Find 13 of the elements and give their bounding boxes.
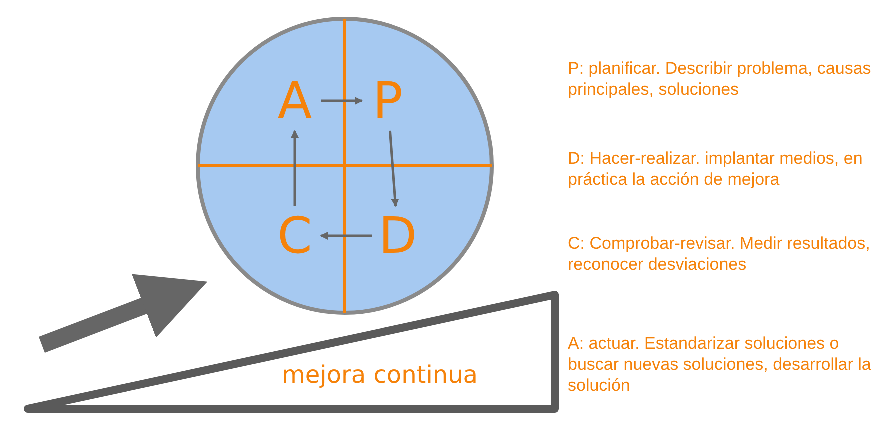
cycle-letter: P [366, 75, 410, 127]
arrow [320, 232, 372, 240]
arrow [321, 97, 363, 105]
description-text: A: actuar. Estandarizar soluciones o buscar nuevas soluciones, desarrollar la solución [568, 333, 872, 396]
description-text: C: Comprobar-revisar. Medir resultados, reconocer desviaciones [568, 233, 872, 275]
cycle-letter: C [273, 210, 317, 262]
description-text: P: planificar. Describir problema, causas principales, soluciones [568, 58, 872, 100]
ramp-caption: mejora continua [282, 361, 478, 389]
arrow [291, 130, 299, 206]
description-text: D: Hacer-realizar. implantar medios, en práctica la acción de mejora [568, 148, 864, 190]
cycle-letter: A [273, 75, 317, 127]
arrow [388, 130, 400, 208]
cycle-letter: D [376, 210, 420, 262]
